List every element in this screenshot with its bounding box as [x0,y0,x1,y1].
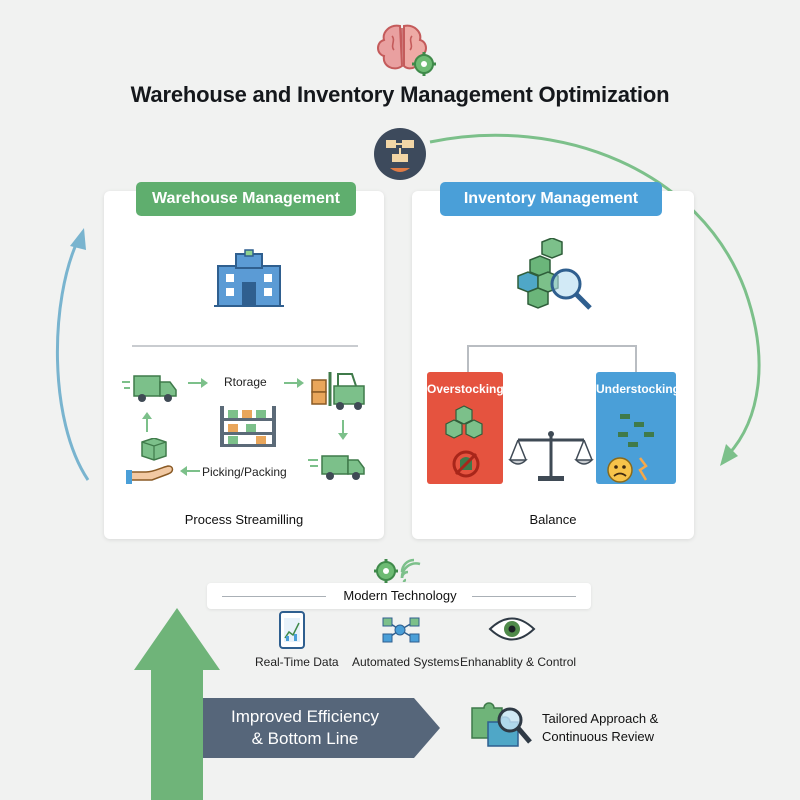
warehouse-card [104,191,384,539]
tailored-text: Tailored Approach & Continuous Review [542,710,658,746]
storage-label: Rtorage [224,375,267,389]
warehouse-divider [132,345,358,347]
network-icon [382,617,420,643]
inventory-header: Inventory Management [440,182,662,216]
tech-item-label: Enhanablity & Control [460,655,577,669]
arrow-right-icon [284,378,304,388]
delivery-truck-icon [122,375,177,402]
arrow-right-icon [188,378,208,388]
gear-wifi-icon [374,558,421,583]
overstock-boxes-icon [445,405,483,478]
arrow-left-icon [180,466,200,476]
result-line-2: & Bottom Line [251,729,359,748]
result-text: Improved Efficiency & Bottom Line [210,706,400,750]
tech-item-label: Automated Systems [352,655,460,669]
workflow-icon [374,128,426,180]
modern-tech-rule-right [472,596,576,597]
forklift-icon [311,372,365,410]
warehouse-header: Warehouse Management [136,182,356,216]
warehouse-building-icon [214,249,284,307]
arrow-down-icon [338,420,348,440]
arrow-up-icon [142,412,152,432]
inventory-footer: Balance [529,512,577,527]
balance-connector [467,345,637,374]
modern-tech-rule-left [222,596,326,597]
tailored-line-2: Continuous Review [542,729,655,744]
warehouse-footer: Process Streamilling [184,512,304,527]
tablet-chart-icon [279,611,305,649]
understocking-label: Understocking [596,382,681,396]
eye-icon [488,617,536,641]
page-title: Warehouse and Inventory Management Optim… [130,82,670,107]
hand-package-icon [126,438,174,484]
inventory-search-icon [517,238,592,310]
delivery-truck-icon [308,455,365,480]
overstocking-label: Overstocking [427,382,504,396]
tech-item-label: Real-Time Data [255,655,339,669]
modern-tech-label: Modern Technology [343,588,457,603]
balance-scale-icon [508,431,594,481]
tailored-line-1: Tailored Approach & [542,711,659,726]
improved-efficiency-arrows [134,608,440,800]
understock-shelves-icon [607,414,654,483]
puzzle-search-icon [471,702,532,747]
storage-shelves-icon [220,406,276,447]
brain-gear-icon [377,24,436,76]
picking-label: Picking/Packing [202,465,287,479]
result-line-1: Improved Efficiency [230,707,380,726]
